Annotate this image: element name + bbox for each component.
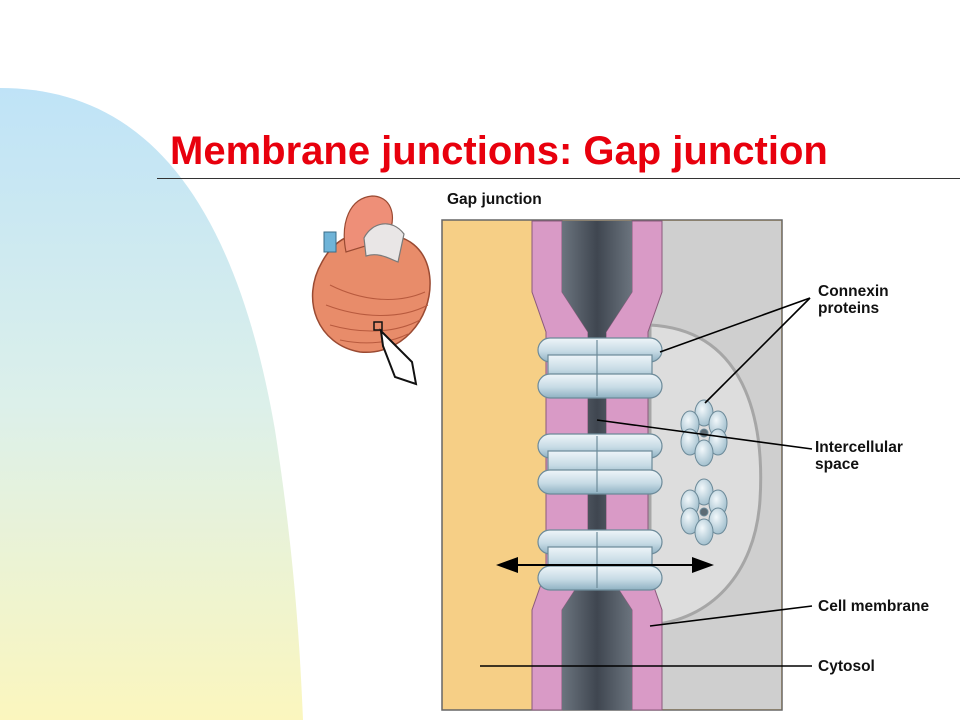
label-connexin-line1: Connexin — [818, 283, 889, 300]
connexon-top-view-2 — [680, 478, 728, 546]
connexin-pair-top — [537, 337, 663, 399]
membrane-face — [648, 323, 763, 627]
label-connexin-line2: proteins — [818, 300, 880, 317]
pulmonary-vessel — [363, 223, 405, 263]
slide-title: Membrane junctions: Gap junction — [170, 129, 828, 173]
label-cytosol: Cytosol — [818, 658, 875, 675]
vena-cava — [323, 231, 337, 253]
leader-lines — [480, 297, 813, 667]
label-intercellular-line1: Intercellular — [815, 439, 903, 456]
heart-illustration — [311, 195, 431, 386]
connexon-top-view — [680, 399, 728, 467]
flow-arrow — [496, 557, 714, 573]
diagram-heading: Gap junction — [447, 191, 542, 208]
connexin-pair-bottom — [537, 529, 663, 591]
zoom-arrow — [379, 328, 418, 386]
connexin-pair-middle — [537, 433, 663, 495]
label-intercellular-line2: space — [815, 456, 859, 473]
title-divider — [157, 178, 960, 179]
background-swoosh — [0, 88, 303, 720]
zoom-box — [373, 321, 383, 331]
label-cell-membrane: Cell membrane — [818, 598, 930, 615]
